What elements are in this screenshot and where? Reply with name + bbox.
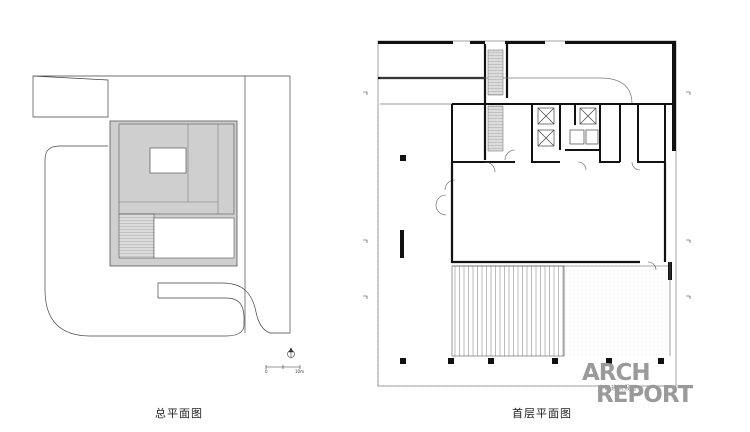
upper-block (378, 44, 509, 160)
caption-site-plan: 总平面图 (155, 407, 203, 420)
site-boundary (32, 75, 291, 337)
north-arrow-icon (287, 347, 295, 358)
watermark-subtitle: 中国建筑报道 (598, 383, 638, 392)
site-courtyard-lower (153, 217, 235, 259)
scale-end: 10m (295, 369, 304, 374)
stair-field (564, 266, 670, 356)
ground-floor-plan (363, 40, 691, 387)
archreport-watermark: ARCH 中国建筑报道 REPORT (582, 362, 742, 408)
top-walls (378, 41, 676, 151)
elevators (537, 107, 599, 147)
main-hall-walls (450, 162, 667, 264)
watermark-line1: ARCH (582, 360, 651, 386)
site-roof-hatch-lower-left (118, 213, 155, 259)
site-plan (32, 75, 291, 337)
left-edge-marks (363, 91, 368, 299)
caption-ground-floor-plan: 首层平面图 (512, 407, 572, 420)
stair-upper (487, 49, 504, 96)
site-courtyard-void (149, 147, 187, 174)
scale-start: 0 (265, 369, 268, 374)
scale-bar: 0 10m (265, 365, 304, 374)
stair-lower (487, 105, 504, 152)
core-walls (451, 103, 672, 163)
door-swings (435, 149, 657, 271)
watermark-line2: REPORT (596, 382, 693, 408)
grand-stair (451, 265, 565, 357)
right-edge-marks (686, 91, 691, 299)
